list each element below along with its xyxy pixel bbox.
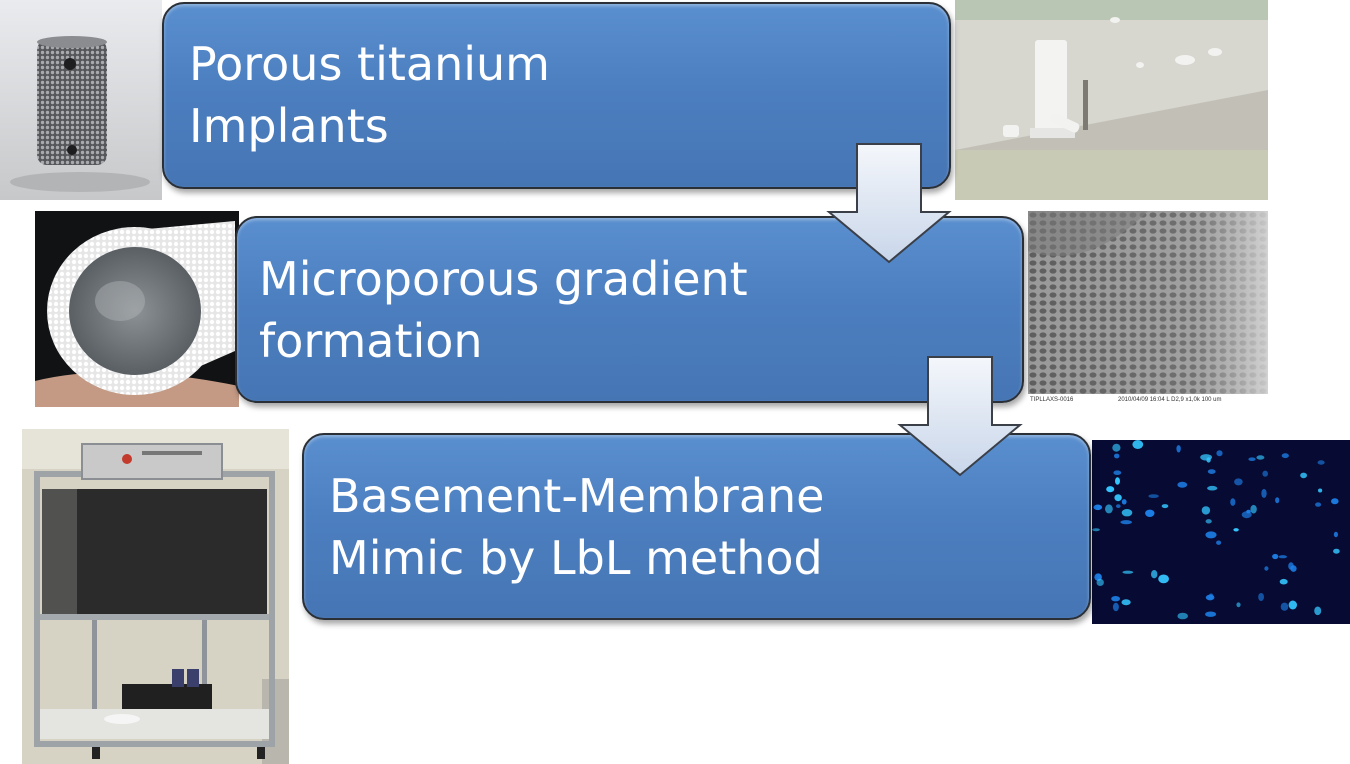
porous-tube-photo <box>35 211 239 407</box>
step-1-label: Porous titanium Implants <box>189 33 550 157</box>
fluorescent-cells-micrograph <box>1092 440 1350 624</box>
sem-micrograph: TIPLLAXS-0016 2010/04/09 16:04 L D2,9 x1… <box>1028 211 1268 406</box>
down-arrow-icon <box>897 355 1023 477</box>
sem-image-metadata: 2010/04/09 16:04 L D2,9 x1,0k 100 um <box>1118 394 1222 406</box>
step-2-label: Microporous gradient formation <box>259 248 748 372</box>
white-printed-parts-photo <box>955 0 1268 200</box>
sem-image-id: TIPLLAXS-0016 <box>1030 397 1073 403</box>
down-arrow-icon <box>826 142 952 264</box>
porous-titanium-cylinder-photo <box>0 0 162 200</box>
step-3-label: Basement-Membrane Mimic by LbL method <box>329 465 824 589</box>
lbl-dipping-machine-photo <box>22 429 289 764</box>
